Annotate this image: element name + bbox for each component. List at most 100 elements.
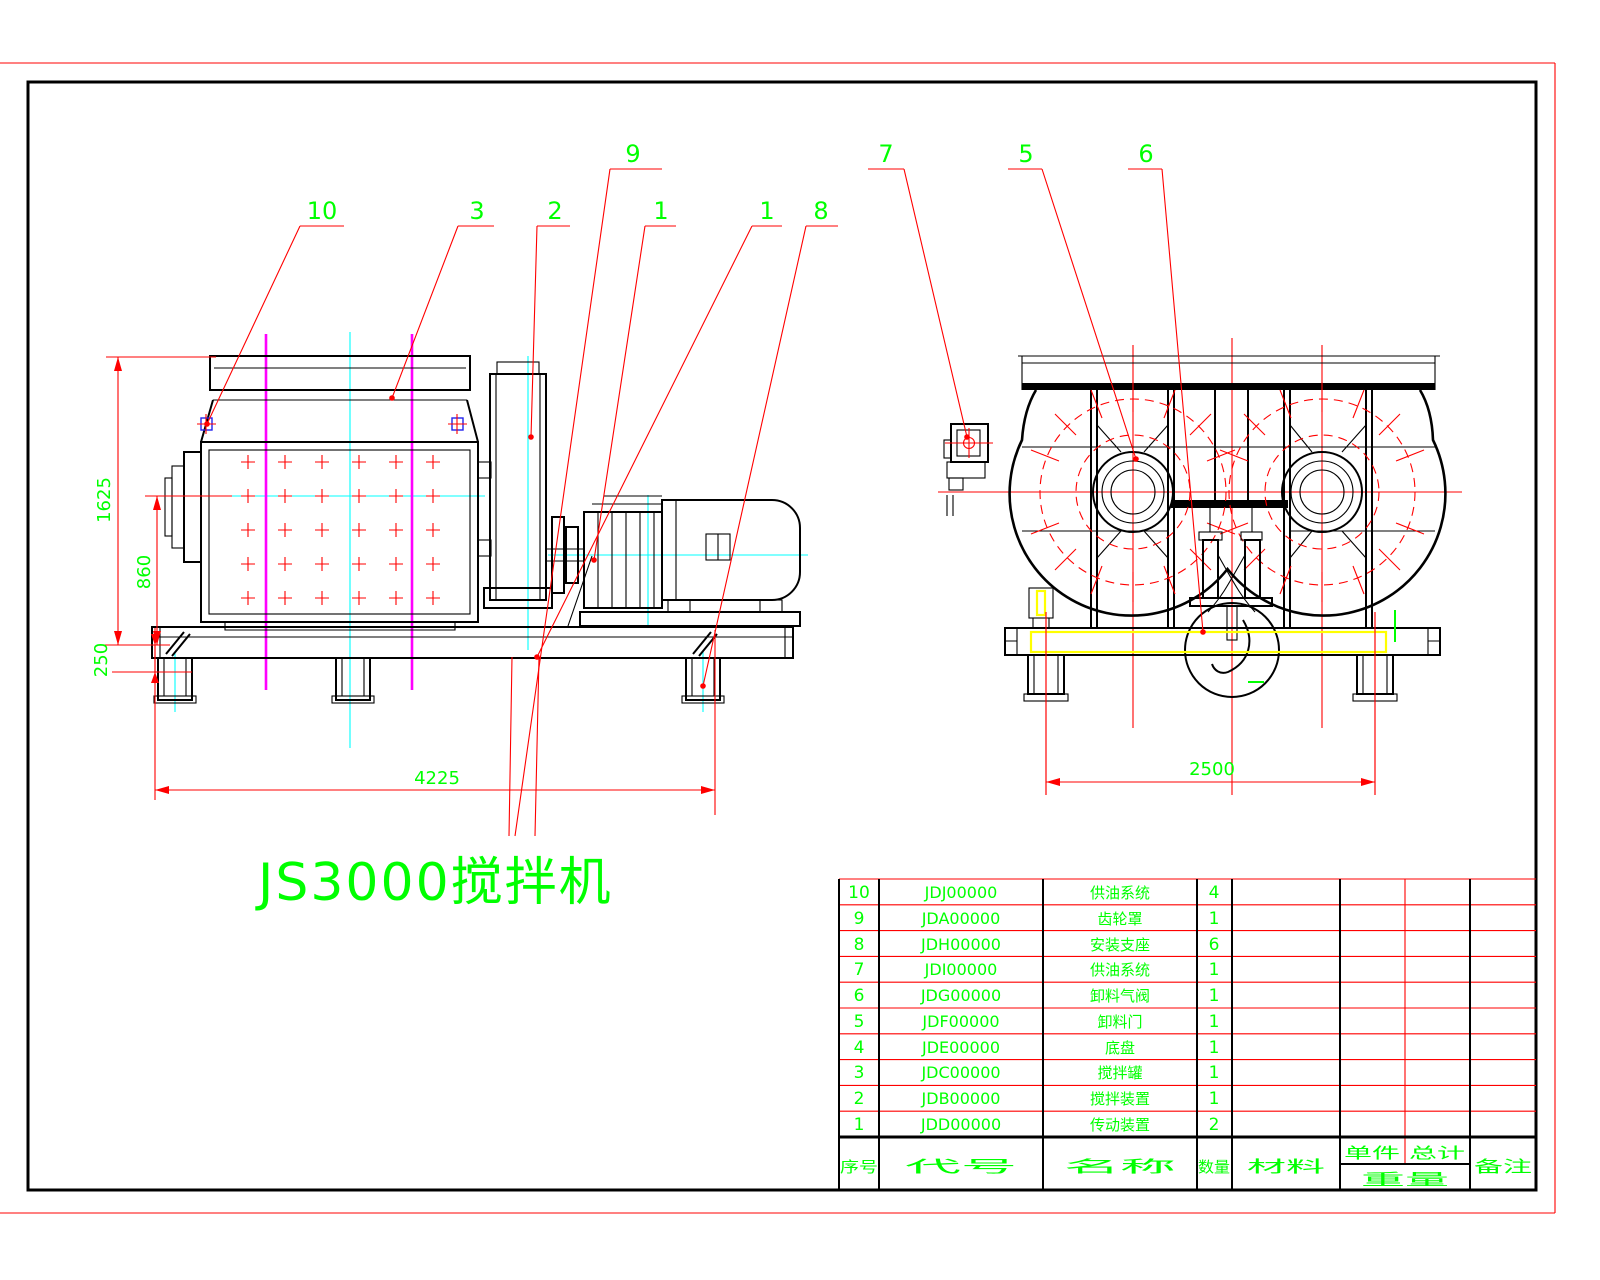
bom-row: 3 JDC00000 搅拌罐 1 — [854, 1063, 1220, 1083]
callout-10: 10 — [307, 197, 338, 225]
bom-header-qty: 数量 — [1198, 1158, 1230, 1176]
bom-seq: 10 — [848, 883, 870, 903]
bom-name: 供油系统 — [1090, 884, 1150, 902]
discharge-mechanism — [1184, 508, 1280, 698]
dim-250: 250 — [91, 643, 112, 677]
bom-header-seq: 序号 — [840, 1158, 878, 1176]
bom-row: 5 JDF00000 卸料门 1 — [854, 1012, 1220, 1032]
bom-row: 9 JDA00000 齿轮罩 1 — [854, 909, 1220, 929]
bom-seq: 1 — [854, 1115, 865, 1135]
callout-2: 2 — [547, 197, 562, 225]
bom-qty: 1 — [1209, 1038, 1220, 1058]
bom-qty: 1 — [1209, 960, 1220, 980]
bom-code: JDE00000 — [921, 1038, 1000, 1057]
bom-qty: 6 — [1209, 935, 1220, 955]
bom-header-unit-piece: 单件 — [1344, 1144, 1400, 1162]
bom-header-total: 总计 — [1409, 1144, 1465, 1162]
sheet-border — [0, 62, 1556, 1214]
bom-qty: 1 — [1209, 1089, 1220, 1109]
bom-name: 搅拌装置 — [1090, 1090, 1150, 1108]
bom-seq: 3 — [854, 1063, 865, 1083]
callout-3: 3 — [469, 197, 484, 225]
bom-row: 7 JDI00000 供油系统 1 — [854, 960, 1220, 980]
centerlines-cyan — [174, 332, 808, 748]
bom-seq: 5 — [854, 1012, 865, 1032]
bom-header-material: 材料 — [1247, 1157, 1325, 1176]
bom-table: 序号 代号 名称 数量 材料 单件 总计 重量 备注 10 JDJ00000 供… — [838, 878, 1536, 1192]
top-rail — [1018, 355, 1440, 390]
bom-row: 2 JDB00000 搅拌装置 1 — [854, 1089, 1220, 1109]
bom-header-name: 名称 — [1064, 1157, 1176, 1176]
bom-name: 搅拌罐 — [1097, 1064, 1142, 1082]
bom-seq: 8 — [854, 935, 865, 955]
gear-cover — [477, 361, 553, 609]
tank-plus-grid — [241, 455, 440, 605]
dim-860: 860 — [134, 555, 155, 589]
callout-6: 6 — [1138, 140, 1153, 168]
callouts: 10 3 2 9 1 1 8 7 5 6 — [204, 140, 1206, 837]
mounting-feet — [153, 657, 725, 704]
dim-4225: 4225 — [414, 768, 460, 789]
mixing-tank — [200, 441, 479, 631]
tank-shell — [1008, 389, 1447, 617]
oiler-box — [1028, 587, 1054, 628]
bom-seq: 7 — [854, 960, 865, 980]
bom-qty: 4 — [1209, 883, 1220, 903]
bom-name: 供油系统 — [1090, 961, 1150, 979]
bom-seq: 6 — [854, 986, 865, 1006]
bom-qty: 1 — [1209, 1012, 1220, 1032]
right-feet — [1023, 654, 1398, 702]
highlight-lines-magenta — [264, 334, 414, 690]
bom-name: 齿轮罩 — [1097, 910, 1142, 928]
bom-name: 底盘 — [1105, 1039, 1135, 1057]
bom-qty: 1 — [1209, 986, 1220, 1006]
bom-header-code: 代号 — [905, 1157, 1017, 1176]
bom-name: 卸料气阀 — [1090, 987, 1150, 1005]
dim-2500: 2500 — [1189, 759, 1235, 780]
bom-name: 传动装置 — [1090, 1116, 1150, 1134]
bom-code: JDC00000 — [920, 1063, 1000, 1082]
dim-1625: 1625 — [94, 477, 115, 523]
right-base-beam — [1004, 627, 1441, 656]
bom-row: 4 JDE00000 底盘 1 — [854, 1038, 1220, 1058]
callout-1a: 1 — [653, 197, 668, 225]
tank-lid — [200, 355, 479, 443]
callout-1b: 1 — [759, 197, 774, 225]
callout-8: 8 — [813, 197, 828, 225]
lid-bolts — [197, 414, 467, 434]
bom-code: JDH00000 — [920, 935, 1001, 954]
drawing-title: JS3000搅拌机 — [255, 853, 613, 913]
extension-lines — [508, 656, 540, 837]
bom-name: 安装支座 — [1090, 936, 1150, 954]
oil-bracket — [943, 423, 993, 516]
bom-row: 1 JDD00000 传动装置 2 — [854, 1115, 1220, 1135]
bom-code: JDD00000 — [920, 1115, 1001, 1134]
bom-code: JDA00000 — [921, 909, 1001, 928]
frame-posts — [1022, 390, 1435, 628]
base-frame — [151, 626, 794, 659]
coupling — [546, 516, 584, 594]
bom-code: JDJ00000 — [924, 883, 998, 902]
bom-code: JDB00000 — [921, 1089, 1001, 1108]
bom-row: 8 JDH00000 安装支座 6 — [854, 935, 1220, 955]
bolt-circles — [1023, 382, 1432, 602]
bom-qty: 1 — [1209, 909, 1220, 929]
bom-code: JDF00000 — [921, 1012, 999, 1031]
right-view — [938, 338, 1462, 795]
bom-row: 10 JDJ00000 供油系统 4 — [848, 883, 1219, 903]
callout-9: 9 — [625, 140, 640, 168]
bom-qty: 1 — [1209, 1063, 1220, 1083]
bom-name: 卸料门 — [1097, 1013, 1142, 1031]
callout-5: 5 — [1018, 140, 1033, 168]
bom-seq: 2 — [854, 1089, 865, 1109]
left-view — [151, 332, 808, 837]
bom-qty: 2 — [1209, 1115, 1220, 1135]
dimensions: 1625 860 250 4225 2500 — [91, 356, 1376, 815]
bom-code: JDG00000 — [920, 986, 1001, 1005]
bom-seq: 4 — [854, 1038, 865, 1058]
bom-header-remarks: 备注 — [1474, 1157, 1532, 1176]
shaft-hubs — [1092, 451, 1363, 533]
callout-7: 7 — [878, 140, 893, 168]
